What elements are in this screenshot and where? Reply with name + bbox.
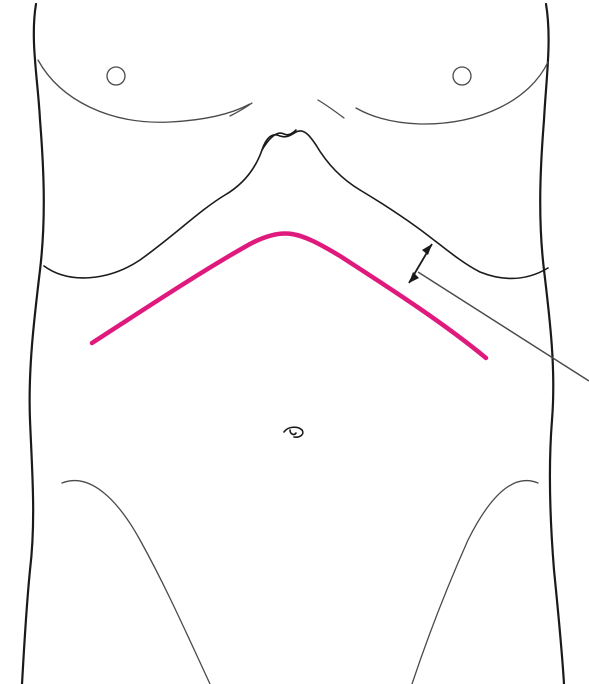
costal-margin [44, 130, 548, 278]
right-torso-edge [540, 4, 564, 684]
left-pectoral-line [38, 60, 250, 122]
left-inguinal-line [62, 481, 210, 684]
distance-arrow-head-bottom [409, 272, 419, 283]
umbilicus [284, 427, 303, 437]
chest-contour [38, 60, 548, 124]
right-inguinal-line [412, 481, 538, 684]
costal-margin-arch [44, 131, 548, 278]
distance-arrow [409, 244, 432, 283]
nipples [107, 67, 471, 85]
left-nipple [107, 67, 125, 85]
right-pectoral-line [356, 62, 548, 124]
torso-outline [22, 4, 564, 684]
inguinal-lines [62, 481, 538, 684]
left-clavicle-mark [230, 103, 252, 116]
right-clavicle-mark [318, 100, 344, 118]
left-torso-edge [22, 4, 44, 684]
umbilicus-mark [284, 427, 303, 437]
right-nipple [453, 67, 471, 85]
distance-arrow-head-top [422, 244, 432, 255]
